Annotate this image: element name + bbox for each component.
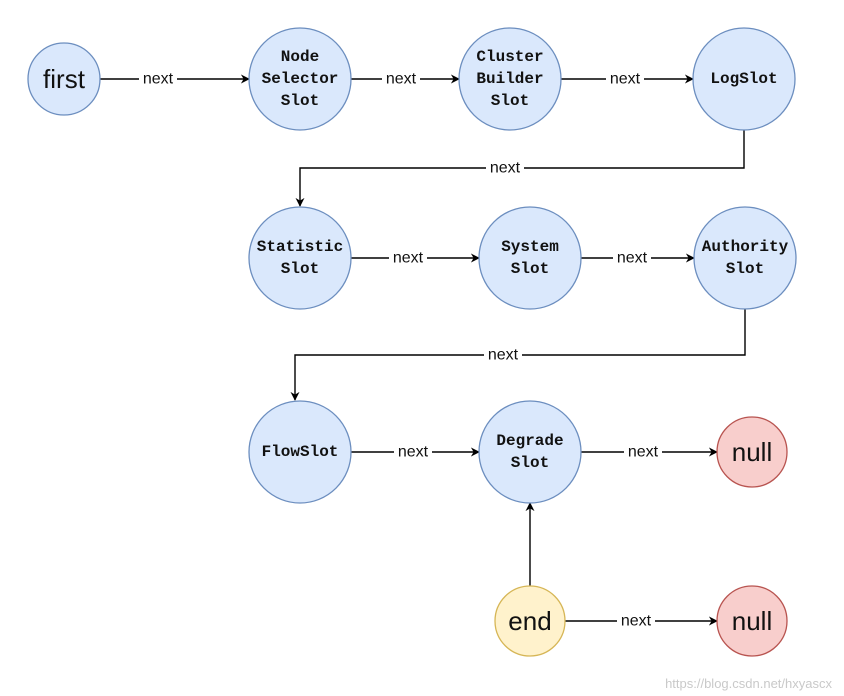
node-label-line: Slot: [726, 260, 764, 278]
node-flow: FlowSlot: [248, 400, 352, 504]
edge-end-to-null-2: next: [565, 611, 718, 631]
node-label-line: Slot: [281, 92, 319, 110]
edge-label: next: [393, 250, 424, 267]
edge-label-bg: [486, 158, 524, 178]
edge-authority-to-flow: next: [290, 309, 746, 401]
nodes-layer: firstNodeSelectorSlotClusterBuilderSlotL…: [27, 27, 797, 657]
node-first: first: [27, 42, 101, 116]
edge-label-bg: [139, 69, 177, 89]
node-label-line: Slot: [281, 260, 319, 278]
node-circle: [248, 27, 352, 131]
node-label-line: System: [501, 238, 559, 256]
node-label-line: FlowSlot: [262, 443, 339, 461]
edge-label: next: [488, 347, 519, 364]
node-label-line: Authority: [702, 238, 789, 256]
edge-label: next: [386, 71, 417, 88]
node-label-line: Cluster: [476, 48, 543, 66]
edge-system-to-authority: next: [581, 248, 695, 268]
node-label-line: Selector: [262, 70, 339, 88]
node-label-line: Node: [281, 48, 319, 66]
node-label-line: Slot: [511, 260, 549, 278]
node-label-line: Builder: [476, 70, 543, 88]
node-end: end: [494, 585, 566, 657]
node-circle: [248, 400, 352, 504]
edge-flow-to-degrade: next: [351, 442, 480, 462]
edge-label: next: [621, 613, 652, 630]
edge-degrade-to-null-1: next: [581, 442, 718, 462]
edge-statistic-to-system: next: [351, 248, 480, 268]
edges-layer: next next next next next next next next next next: [100, 69, 746, 631]
node-label-line: LogSlot: [710, 70, 777, 88]
edge-cluster-builder-to-log: next: [561, 69, 694, 89]
edge-first-to-node-selector: next: [100, 69, 250, 89]
edge-node-selector-to-cluster-builder: next: [351, 69, 460, 89]
node-label-line: Statistic: [257, 238, 343, 256]
node-null-1: null: [716, 416, 788, 488]
edge-label-bg: [624, 442, 662, 462]
node-circle: [27, 42, 101, 116]
node-label-line: first: [43, 64, 86, 94]
edge-label-bg: [606, 69, 644, 89]
node-label-line: Slot: [491, 92, 529, 110]
node-label-line: null: [732, 606, 772, 636]
edge-label-bg: [613, 248, 651, 268]
node-circle: [494, 585, 566, 657]
edge-label: next: [490, 160, 521, 177]
node-circle: [478, 206, 582, 310]
edge-label: next: [610, 71, 641, 88]
node-label-line: end: [508, 606, 551, 636]
node-circle: [716, 416, 788, 488]
edge-label: next: [628, 444, 659, 461]
edge-log-to-statistic: next: [295, 130, 745, 207]
edge-label-bg: [617, 611, 655, 631]
edge-label: next: [617, 250, 648, 267]
node-log: LogSlot: [692, 27, 796, 131]
edge-label-bg: [389, 248, 427, 268]
edge-label-bg: [484, 345, 522, 365]
node-label-line: Slot: [511, 454, 549, 472]
node-circle: [458, 27, 562, 131]
node-label-line: null: [732, 437, 772, 467]
edge-label-bg: [382, 69, 420, 89]
watermark-text: https://blog.csdn.net/hxyascx: [665, 676, 832, 691]
edge-label: next: [143, 71, 174, 88]
edge-label-bg: [394, 442, 432, 462]
node-circle: [248, 206, 352, 310]
node-label-line: Degrade: [496, 432, 563, 450]
edge-label: next: [398, 444, 429, 461]
node-circle: [693, 206, 797, 310]
node-circle: [716, 585, 788, 657]
node-circle: [692, 27, 796, 131]
node-null-2: null: [716, 585, 788, 657]
node-circle: [478, 400, 582, 504]
